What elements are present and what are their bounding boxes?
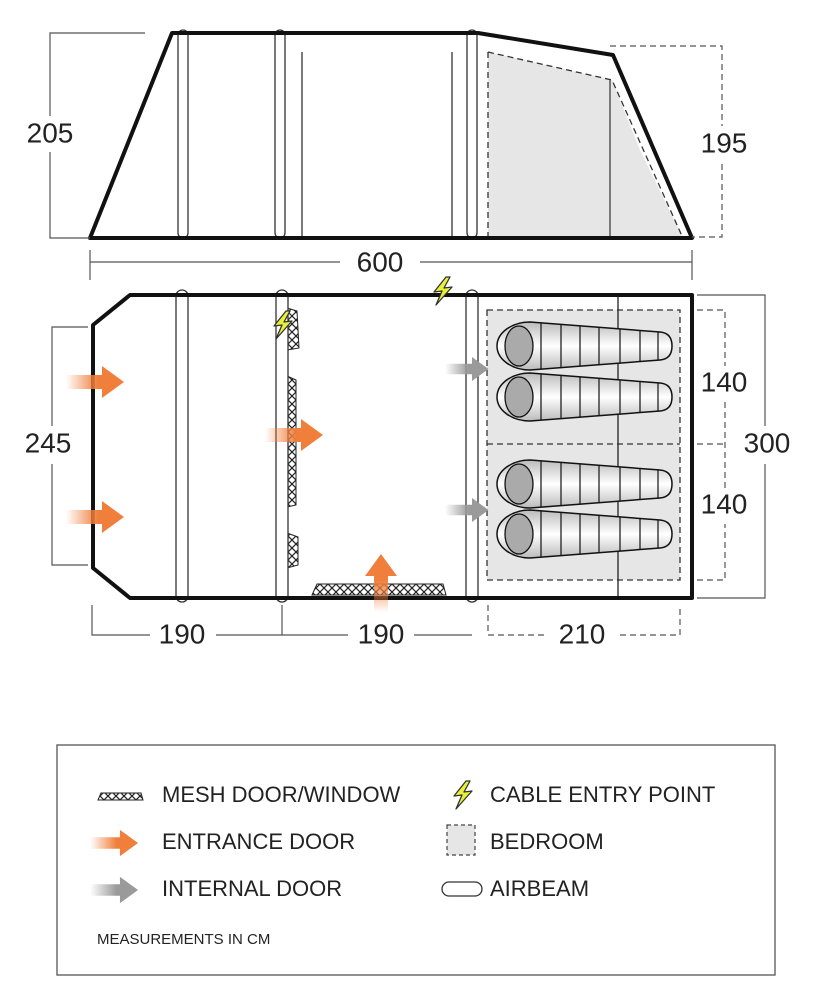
sleeping-bags	[496, 321, 673, 559]
bedroom-depth-2-label: 140	[701, 488, 748, 519]
side-elevation	[88, 29, 694, 240]
legend-airbeam: AIRBEAM	[490, 876, 589, 901]
width-total-label: 300	[744, 427, 791, 458]
sleeping-bag-head	[504, 513, 534, 555]
airbeam-side-3	[466, 29, 478, 239]
section-3-label: 210	[559, 618, 606, 649]
legend-cable: CABLE ENTRY POINT	[490, 782, 715, 807]
entrance-door-arrow	[365, 554, 397, 612]
side-dimensions: 205 195 600	[20, 32, 750, 281]
airbeam-3	[465, 289, 479, 603]
sleeping-bag	[496, 509, 673, 559]
legend-entrance: ENTRANCE DOOR	[162, 829, 355, 854]
width-left-label: 245	[25, 427, 72, 458]
sleeping-bag	[496, 321, 673, 371]
section-1-label: 190	[159, 618, 206, 649]
side-outline	[88, 31, 694, 240]
sleeping-bag	[496, 372, 673, 422]
sleeping-bag-head	[504, 325, 534, 367]
section-2-label: 190	[358, 618, 405, 649]
sleeping-bag-head	[504, 463, 534, 505]
bedroom-depth-1-label: 140	[701, 366, 748, 397]
bedroom-icon	[446, 824, 476, 856]
legend-mesh: MESH DOOR/WINDOW	[162, 782, 401, 807]
sleeping-bag-head	[504, 376, 534, 418]
mesh-icon	[97, 792, 144, 801]
airbeam-2	[275, 289, 289, 603]
sleeping-bag	[496, 459, 673, 509]
floor-plan	[66, 276, 694, 612]
height-left-label: 205	[27, 117, 74, 148]
floor-dimensions: 245 300 140 140 190 190 210	[18, 294, 798, 649]
airbeam-side-1	[177, 29, 189, 239]
height-right-label: 195	[701, 127, 748, 158]
legend-box	[56, 744, 776, 976]
floor-outline	[91, 293, 694, 600]
legend-bedroom: BEDROOM	[490, 829, 604, 854]
airbeam-icon	[441, 881, 483, 897]
legend: MESH DOOR/WINDOW CABLE ENTRY POINT ENTRA…	[56, 744, 776, 976]
airbeam-1	[175, 289, 189, 603]
bedroom-side-shade	[488, 52, 612, 238]
measurements-note: MEASUREMENTS IN CM	[97, 931, 270, 948]
airbeam-side-2	[274, 29, 286, 239]
lightning-bolt-icon	[433, 276, 453, 306]
length-label: 600	[357, 246, 404, 277]
legend-internal: INTERNAL DOOR	[162, 876, 342, 901]
